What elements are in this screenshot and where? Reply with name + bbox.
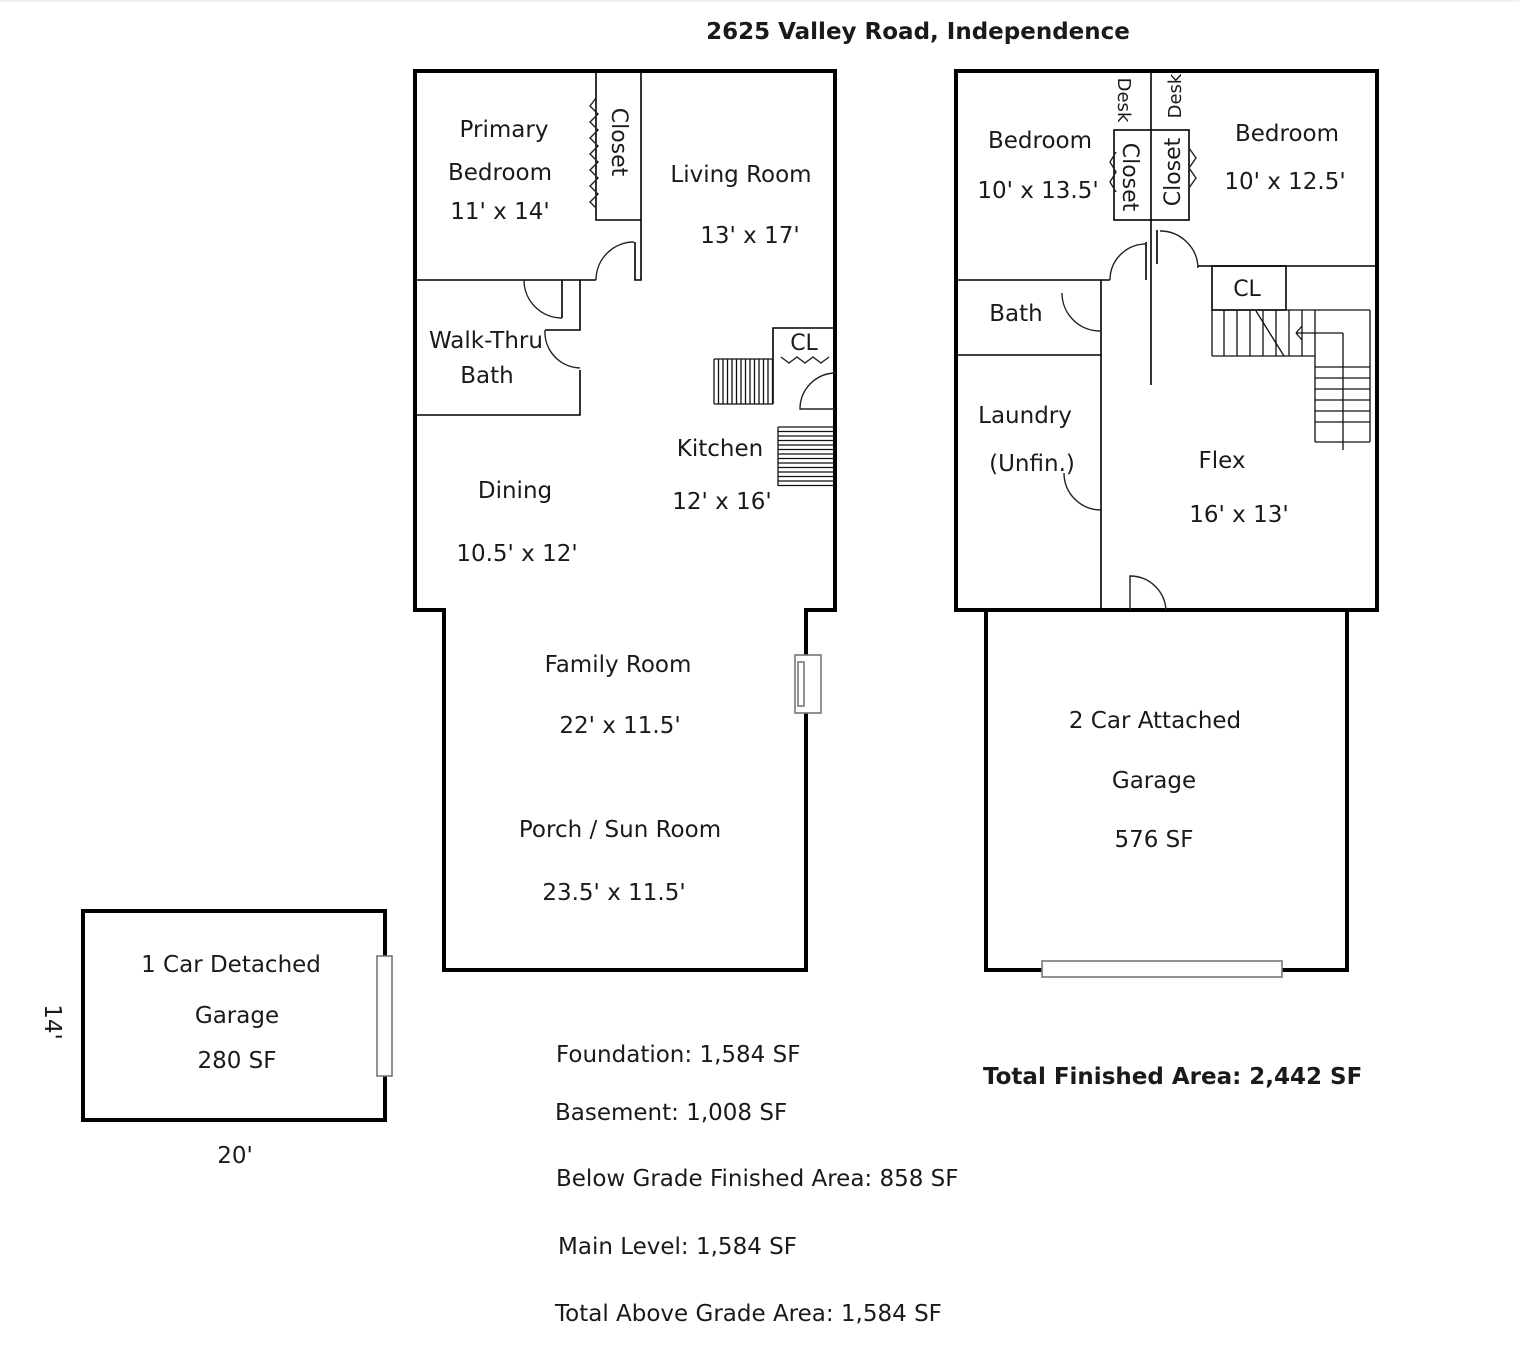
- walk-thru-bath-walls: [415, 280, 581, 416]
- bedroom-right-label: Bedroom: [1235, 121, 1339, 147]
- walk-thru-bath-label-2: Bath: [460, 363, 513, 389]
- walk-thru-bath-label-1: Walk-Thru: [429, 328, 543, 354]
- detached-garage-width-dim: 20': [217, 1143, 253, 1169]
- page-title: 2625 Valley Road, Independence: [706, 19, 1130, 45]
- desk-right-label: Desk: [1165, 73, 1186, 118]
- summary-main-level: Main Level: 1,584 SF: [558, 1234, 797, 1260]
- stairs-l-shaped: [1211, 309, 1371, 450]
- primary-bedroom-door-icon: [595, 241, 635, 281]
- summary-basement: Basement: 1,008 SF: [555, 1100, 787, 1126]
- cl-bifold-door-icon: [780, 356, 830, 364]
- attached-garage-label-2: Garage: [1112, 768, 1196, 794]
- bedroom-left-label: Bedroom: [988, 128, 1092, 154]
- detached-garage-plan: 1 Car Detached Garage 280 SF 20' 14': [39, 909, 393, 1169]
- detached-garage-label-1: 1 Car Detached: [141, 952, 321, 978]
- bedroom-left-size: 10' x 13.5': [977, 178, 1098, 204]
- stairs-horizontal: [777, 426, 835, 487]
- attached-garage-walls: [984, 610, 1349, 972]
- main-level-outer-wall: [413, 69, 837, 972]
- closet-right-label: Closet: [1161, 137, 1186, 206]
- kitchen-label: Kitchen: [677, 436, 763, 462]
- area-summary: Foundation: 1,584 SF Basement: 1,008 SF …: [554, 1042, 1362, 1327]
- living-room-wall: [634, 71, 642, 281]
- main-level-plan: Primary Bedroom 11' x 14' Closet Living …: [413, 69, 837, 972]
- flex-label: Flex: [1199, 448, 1246, 474]
- family-room-label: Family Room: [545, 652, 692, 678]
- right-bedroom-door-icon: [1159, 230, 1199, 269]
- summary-total-finished: Total Finished Area: 2,442 SF: [983, 1064, 1362, 1090]
- lower-cl-label: CL: [1233, 277, 1261, 302]
- dining-size: 10.5' x 12': [456, 541, 577, 567]
- living-room-label: Living Room: [670, 162, 811, 188]
- lower-bath-door-icon: [1061, 292, 1101, 332]
- primary-bedroom-size: 11' x 14': [450, 199, 549, 225]
- summary-below-grade: Below Grade Finished Area: 858 SF: [556, 1166, 959, 1192]
- laundry-label-2: (Unfin.): [989, 451, 1075, 477]
- bath-door-2-icon: [544, 329, 581, 369]
- primary-closet-wall: [595, 71, 641, 221]
- stair-break-line: [1255, 310, 1285, 357]
- living-room-size: 13' x 17': [700, 223, 799, 249]
- laundry-label-1: Laundry: [978, 403, 1072, 429]
- stair-arrow-head: [1295, 325, 1303, 334]
- kitchen-size: 12' x 16': [672, 489, 771, 515]
- left-closet-bifold-icon: [1109, 151, 1117, 193]
- closet-left-label: Closet: [1117, 143, 1142, 212]
- detached-garage-walls: [81, 909, 387, 1122]
- summary-total-above: Total Above Grade Area: 1,584 SF: [554, 1301, 942, 1327]
- attached-garage-area: 576 SF: [1114, 827, 1193, 853]
- bath-door-1-icon: [523, 279, 563, 319]
- fireplace-hearth: [797, 661, 805, 707]
- bedroom-bottom-wall-left: [956, 230, 1158, 281]
- lower-level-plan: Desk Desk Closet Closet Bedroom 10' x 13…: [954, 69, 1379, 612]
- attached-garage-plan: 2 Car Attached Garage 576 SF: [984, 610, 1349, 978]
- attached-garage-label-1: 2 Car Attached: [1069, 708, 1241, 734]
- primary-closet-label: Closet: [606, 108, 631, 177]
- right-closet-bifold-icon: [1188, 147, 1197, 189]
- detached-garage-area: 280 SF: [197, 1048, 276, 1074]
- laundry-door-icon: [1063, 472, 1102, 511]
- left-bedroom-door-icon: [1109, 243, 1147, 281]
- detached-garage-door-icon: [376, 955, 393, 1077]
- flex-size: 16' x 13': [1189, 502, 1288, 528]
- stairs-vertical: [713, 358, 774, 405]
- garage-door-icon: [1041, 960, 1283, 978]
- main-cl-label: CL: [790, 331, 818, 356]
- dining-label: Dining: [478, 478, 552, 504]
- stair-arrow-head: [1295, 332, 1303, 341]
- detached-garage-depth-dim: 14': [39, 1004, 65, 1040]
- porch-size: 23.5' x 11.5': [542, 880, 685, 906]
- garage-entry-door-icon: [1129, 575, 1167, 611]
- summary-foundation: Foundation: 1,584 SF: [556, 1042, 800, 1068]
- bedroom-right-size: 10' x 12.5': [1224, 169, 1345, 195]
- porch-label: Porch / Sun Room: [519, 817, 721, 843]
- exterior-door-icon: [799, 372, 836, 410]
- lower-bath-label: Bath: [989, 301, 1042, 327]
- desk-left-label: Desk: [1113, 78, 1134, 123]
- family-room-size: 22' x 11.5': [559, 713, 680, 739]
- closet-bifold-door-icon: [589, 97, 599, 209]
- bath-laundry-walls: [956, 280, 1102, 610]
- detached-garage-label-2: Garage: [195, 1003, 279, 1029]
- lower-level-outer-wall: [954, 69, 1379, 612]
- primary-bedroom-label-1: Primary: [460, 117, 549, 143]
- primary-bedroom-label-2: Bedroom: [448, 160, 552, 186]
